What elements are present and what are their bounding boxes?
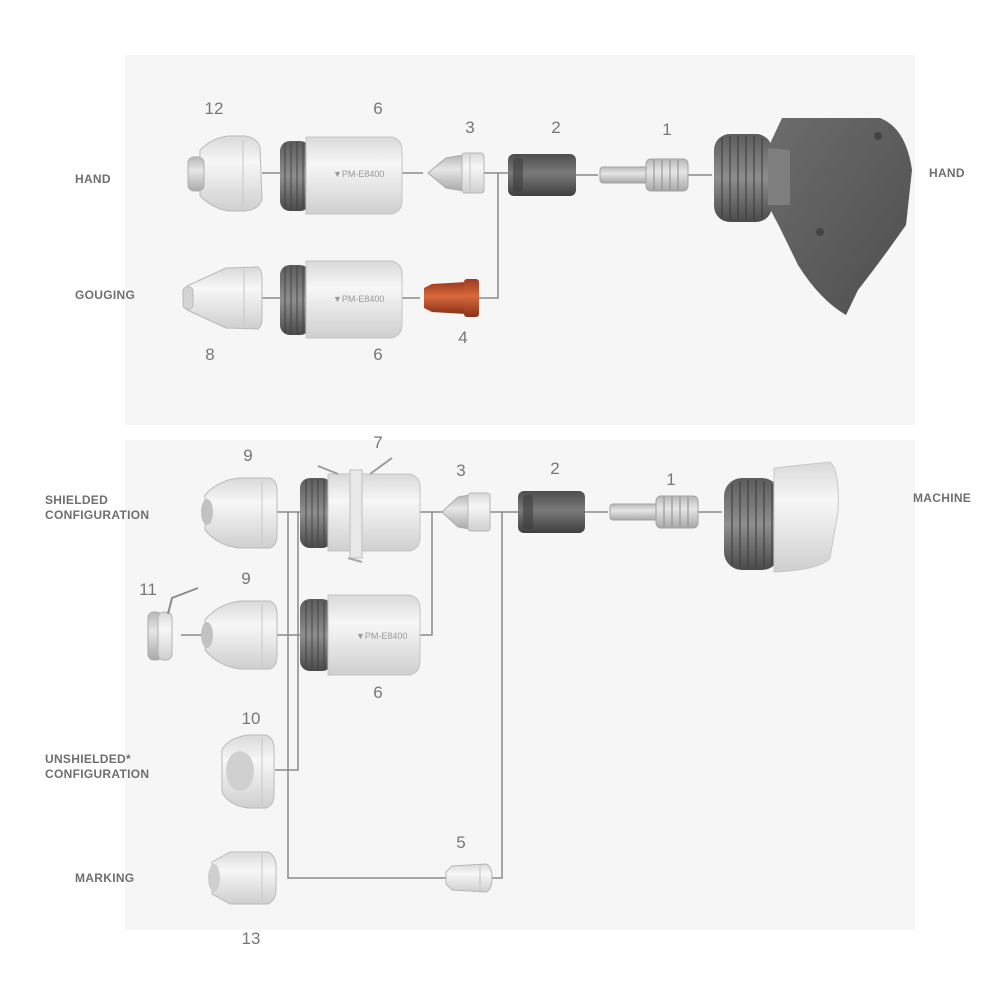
part-number-6-machine: 6 — [373, 683, 383, 702]
ohmic-clip-11 — [147, 587, 199, 661]
hand-cap-engraving: ▼PM-E8400 — [333, 169, 384, 179]
part-number-8: 8 — [205, 345, 215, 364]
part-number-2-hand: 2 — [551, 118, 561, 137]
part-number-4: 4 — [458, 328, 468, 347]
part-number-5: 5 — [456, 833, 466, 852]
connector-lines — [181, 172, 722, 879]
machine-retaining-cap-6 — [300, 594, 421, 676]
hand-shield-12 — [187, 135, 263, 212]
gouge-nozzle-4 — [424, 279, 479, 317]
part-number-11: 11 — [139, 580, 157, 599]
machine-torch-body — [724, 461, 839, 573]
ohmic-retaining-cap-7 — [300, 457, 421, 563]
machine-swirl-ring-2 — [518, 491, 585, 533]
part-number-3-hand: 3 — [465, 118, 475, 137]
machine-electrode-1 — [609, 495, 699, 529]
gouge-retaining-cap-6 — [280, 260, 403, 339]
part-number-9-ohmic: 9 — [241, 569, 251, 588]
part-number-9-shielded: 9 — [243, 446, 253, 465]
marking-nozzle-5 — [445, 863, 493, 893]
part-number-7: 7 — [373, 433, 383, 452]
part-number-13: 13 — [241, 929, 261, 948]
label-shielded-configuration: SHIELDED CONFIGURATION — [45, 493, 150, 522]
hand-electrode-1 — [599, 158, 689, 192]
hand-torch-body — [714, 118, 912, 315]
hand-retaining-cap-6 — [280, 136, 403, 215]
shielded-shield-9 — [201, 477, 278, 549]
hand-torch-panel — [125, 55, 915, 425]
label-hand: HAND — [75, 172, 111, 186]
label-hand-torch: HAND — [929, 166, 965, 180]
label-marking: MARKING — [75, 871, 135, 885]
part-number-6-hand: 6 — [373, 99, 383, 118]
part-number-12: 12 — [204, 99, 224, 118]
machine-cap-engraving: ▼PM-E8400 — [356, 631, 407, 641]
label-machine-torch: MACHINE — [913, 491, 972, 505]
hand-swirl-ring-2 — [508, 154, 576, 196]
gouge-cap-engraving: ▼PM-E8400 — [333, 294, 384, 304]
gouge-shield-8 — [182, 266, 263, 330]
label-unshielded-configuration: UNSHIELDED* CONFIGURATION — [45, 752, 150, 781]
ohmic-shield-9 — [201, 600, 278, 670]
label-gouging: GOUGING — [75, 288, 136, 302]
marking-shield-13 — [208, 851, 277, 905]
hand-nozzle-3 — [427, 152, 485, 194]
part-number-1-hand: 1 — [662, 120, 672, 139]
part-number-10: 10 — [241, 709, 261, 728]
part-number-6-gouge: 6 — [373, 345, 383, 364]
unshielded-deflector-10 — [221, 734, 275, 809]
part-number-3-machine: 3 — [456, 461, 466, 480]
machine-nozzle-3 — [441, 492, 491, 532]
part-number-1-machine: 1 — [666, 470, 676, 489]
part-number-2-machine: 2 — [550, 459, 560, 478]
